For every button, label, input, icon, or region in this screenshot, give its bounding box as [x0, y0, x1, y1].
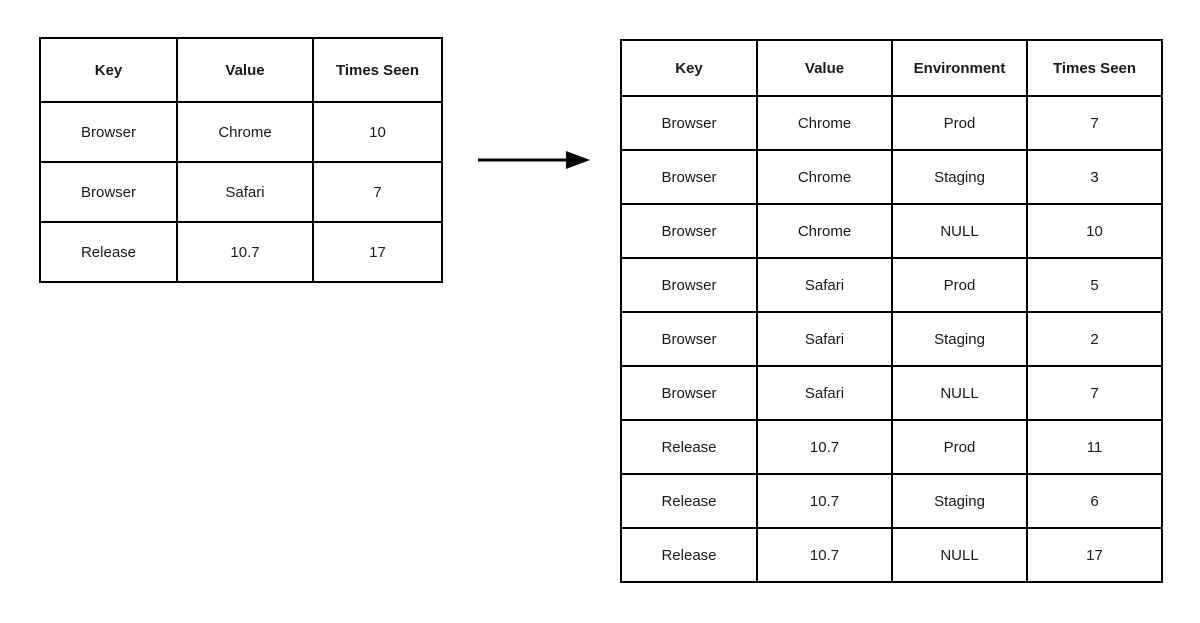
table-row: Browser Chrome Prod 7: [620, 95, 1163, 151]
source-col-times: Times Seen: [312, 37, 443, 103]
cell-environment: Staging: [891, 149, 1028, 205]
cell-value: 10.7: [756, 419, 893, 475]
cell-value: Safari: [756, 311, 893, 367]
cell-times: 17: [312, 221, 443, 283]
cell-times: 6: [1026, 473, 1163, 529]
result-table: Key Value Environment Times Seen Browser…: [620, 39, 1163, 583]
cell-environment: Prod: [891, 257, 1028, 313]
source-table: Key Value Times Seen Browser Chrome 10 B…: [39, 37, 443, 283]
table-row: Release 10.7 NULL 17: [620, 527, 1163, 583]
cell-key: Browser: [39, 161, 178, 223]
table-row: Browser Safari Staging 2: [620, 311, 1163, 367]
cell-times: 17: [1026, 527, 1163, 583]
cell-value: Chrome: [756, 203, 893, 259]
cell-key: Browser: [39, 101, 178, 163]
result-col-key: Key: [620, 39, 758, 97]
cell-value: Safari: [756, 257, 893, 313]
cell-key: Browser: [620, 95, 758, 151]
cell-times: 2: [1026, 311, 1163, 367]
cell-times: 10: [1026, 203, 1163, 259]
table-row: Browser Safari NULL 7: [620, 365, 1163, 421]
cell-times: 7: [312, 161, 443, 223]
table-header-row: Key Value Times Seen: [39, 37, 443, 103]
cell-value: Chrome: [756, 149, 893, 205]
cell-value: Chrome: [176, 101, 314, 163]
right-arrow-icon: [478, 151, 590, 169]
result-table-header: Key Value Environment Times Seen: [620, 39, 1163, 97]
cell-value: 10.7: [756, 473, 893, 529]
cell-value: 10.7: [756, 527, 893, 583]
cell-key: Release: [39, 221, 178, 283]
cell-environment-null: NULL: [891, 527, 1028, 583]
cell-times: 11: [1026, 419, 1163, 475]
cell-value: Chrome: [756, 95, 893, 151]
table-row: Release 10.7 Staging 6: [620, 473, 1163, 529]
cell-key: Release: [620, 527, 758, 583]
cell-key: Release: [620, 473, 758, 529]
table-row: Release 10.7 Prod 11: [620, 419, 1163, 475]
table-row: Browser Chrome 10: [39, 101, 443, 163]
cell-key: Browser: [620, 149, 758, 205]
cell-value: 10.7: [176, 221, 314, 283]
cell-key: Browser: [620, 257, 758, 313]
cell-key: Browser: [620, 365, 758, 421]
result-col-environment: Environment: [891, 39, 1028, 97]
cell-times: 5: [1026, 257, 1163, 313]
table-row: Browser Safari Prod 5: [620, 257, 1163, 313]
cell-key: Browser: [620, 311, 758, 367]
cell-times: 7: [1026, 95, 1163, 151]
source-table-header: Key Value Times Seen: [39, 37, 443, 103]
table-row: Browser Safari 7: [39, 161, 443, 223]
result-table-body: Browser Chrome Prod 7 Browser Chrome Sta…: [620, 95, 1163, 583]
cell-environment: Prod: [891, 419, 1028, 475]
cell-key: Browser: [620, 203, 758, 259]
cell-times: 7: [1026, 365, 1163, 421]
source-table-body: Browser Chrome 10 Browser Safari 7 Relea…: [39, 101, 443, 283]
source-col-value: Value: [176, 37, 314, 103]
source-col-key: Key: [39, 37, 178, 103]
table-row: Browser Chrome Staging 3: [620, 149, 1163, 205]
cell-environment: Staging: [891, 473, 1028, 529]
table-header-row: Key Value Environment Times Seen: [620, 39, 1163, 97]
cell-times: 3: [1026, 149, 1163, 205]
cell-times: 10: [312, 101, 443, 163]
table-row: Release 10.7 17: [39, 221, 443, 283]
cell-environment-null: NULL: [891, 203, 1028, 259]
result-col-times: Times Seen: [1026, 39, 1163, 97]
cell-environment: Staging: [891, 311, 1028, 367]
table-row: Browser Chrome NULL 10: [620, 203, 1163, 259]
cell-value: Safari: [756, 365, 893, 421]
cell-key: Release: [620, 419, 758, 475]
cell-environment: Prod: [891, 95, 1028, 151]
result-col-value: Value: [756, 39, 893, 97]
cell-value: Safari: [176, 161, 314, 223]
cell-environment-null: NULL: [891, 365, 1028, 421]
